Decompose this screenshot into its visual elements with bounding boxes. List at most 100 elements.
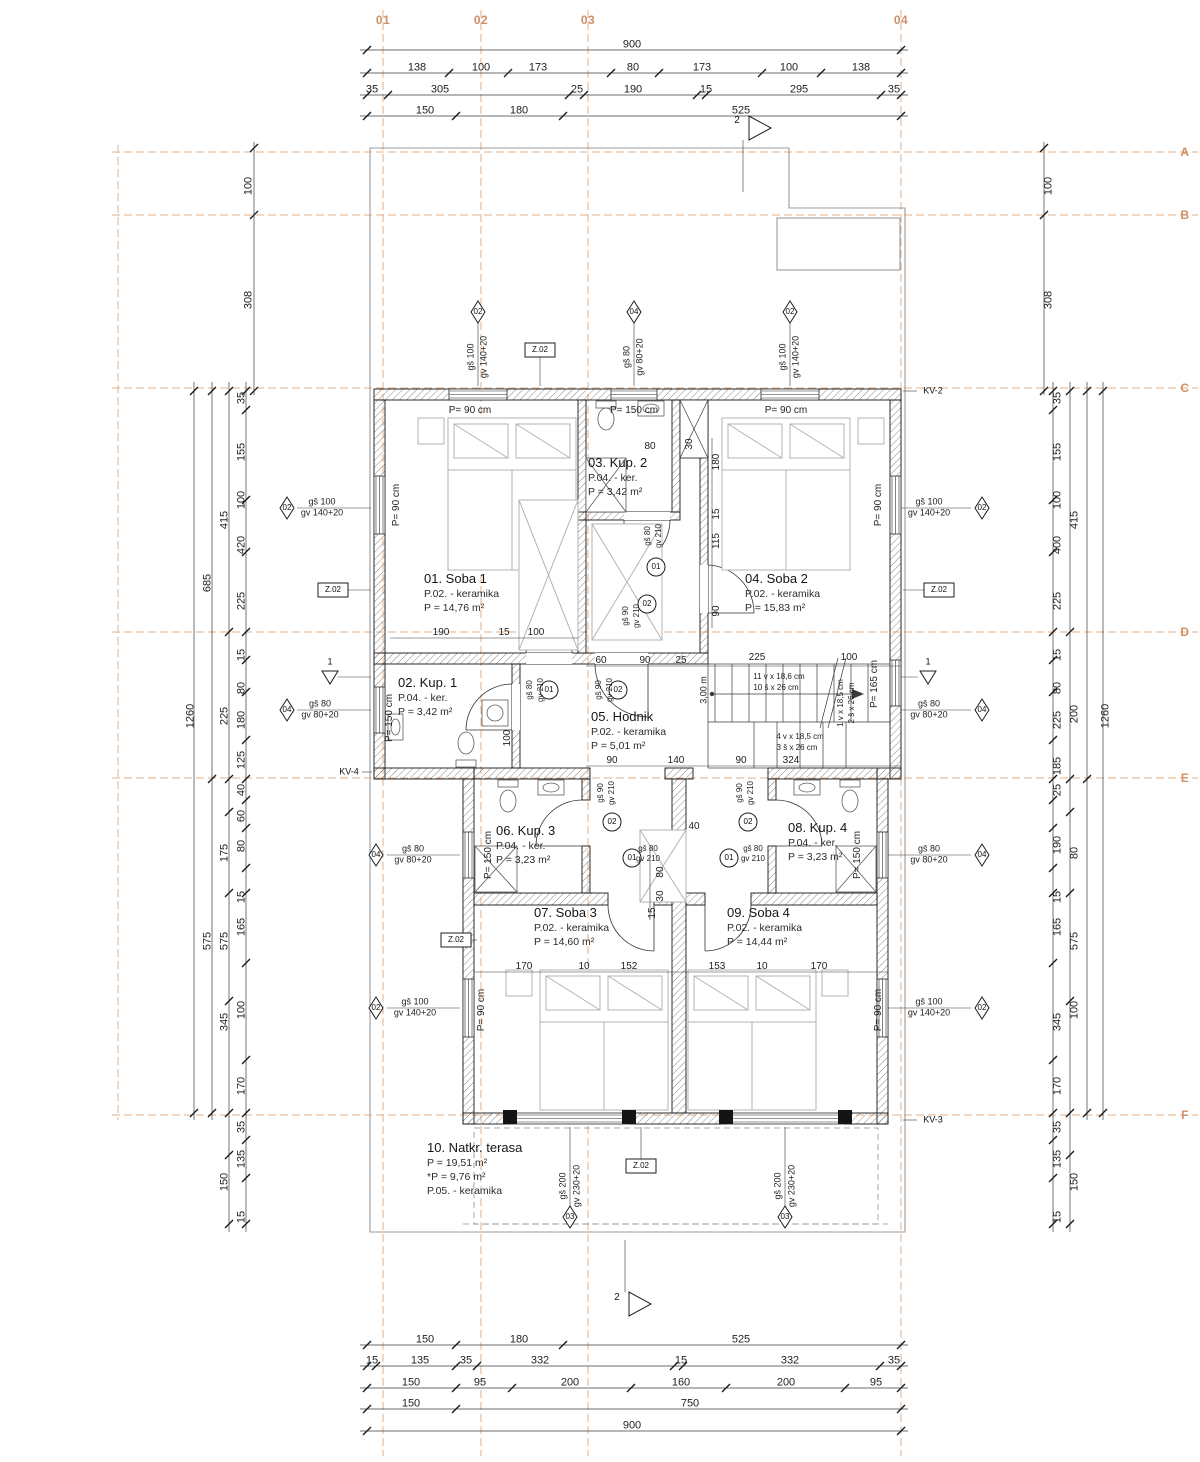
shaft-label: KV-3 bbox=[923, 1114, 943, 1125]
room-detail: P.02. - keramika bbox=[745, 588, 821, 600]
dimension-label: 1260 bbox=[184, 703, 197, 729]
room-detail: P = 14,44 m² bbox=[727, 936, 788, 948]
dimension-label: 100 bbox=[840, 652, 858, 663]
dimension-label: 80 bbox=[1051, 681, 1064, 695]
opening-mark: 04 bbox=[629, 307, 639, 316]
opening-spec-label: 4 v x 18,5 cm bbox=[776, 732, 824, 741]
dimension-label: 10 bbox=[756, 961, 768, 972]
room-name: 04. Soba 2 bbox=[745, 571, 808, 586]
opening-spec-label: gv 230+20 bbox=[571, 1164, 582, 1208]
dimension-label: 95 bbox=[473, 1376, 487, 1389]
dimension-label: 180 bbox=[711, 453, 722, 471]
dimension-label: 90 bbox=[735, 755, 747, 766]
dimension-label: 190 bbox=[432, 627, 450, 638]
opening-spec-label: gv 80+20 bbox=[634, 338, 645, 376]
door-mark: 01 bbox=[627, 853, 637, 862]
opening-spec-label: gv 210 bbox=[632, 603, 641, 629]
door-mark: 02 bbox=[607, 817, 617, 826]
room-name: 09. Soba 4 bbox=[727, 905, 790, 920]
door-mark: 01 bbox=[544, 685, 554, 694]
opening-spec-label: gš 80 bbox=[917, 843, 941, 854]
dimension-label: 180 bbox=[509, 1333, 529, 1346]
dimension-label: 225 bbox=[218, 706, 231, 726]
dimension-label: 80 bbox=[1068, 846, 1081, 860]
dimension-label: 150 bbox=[415, 1333, 435, 1346]
dimension-label: 750 bbox=[680, 1397, 700, 1410]
opening-spec-label: gš 80 bbox=[401, 843, 425, 854]
dimension-label: 60 bbox=[595, 655, 607, 666]
dimension-label: 345 bbox=[1051, 1012, 1064, 1032]
grid-column-label: 01 bbox=[375, 13, 391, 27]
leader-lines bbox=[297, 140, 971, 1292]
dimension-label: 35 bbox=[1051, 1120, 1064, 1134]
dimension-label: 25 bbox=[1051, 783, 1064, 797]
lintel-mark: Z.02 bbox=[324, 585, 342, 594]
dimension-label: 100 bbox=[1051, 490, 1064, 510]
dimension-label: 35 bbox=[235, 391, 248, 405]
opening-spec-label: gv 210 bbox=[740, 854, 766, 863]
opening-mark: 03 bbox=[780, 1212, 790, 1221]
opening-spec-label: 11 v x 18,6 cm bbox=[753, 672, 805, 681]
level-mark: 1 bbox=[327, 656, 333, 667]
opening-mark: 04 bbox=[371, 850, 381, 859]
terrace bbox=[463, 1110, 888, 1225]
door-mark: 02 bbox=[743, 817, 753, 826]
opening-spec-label: gš 90 bbox=[621, 606, 630, 626]
dimension-label: 900 bbox=[622, 38, 642, 51]
opening-mark: 04 bbox=[977, 850, 987, 859]
dimension-label: 170 bbox=[235, 1076, 248, 1096]
opening-spec-label: gš 90 bbox=[596, 783, 605, 803]
opening-mark: 03 bbox=[565, 1212, 575, 1221]
dimension-label: 155 bbox=[235, 442, 248, 462]
dimension-label: 15 bbox=[647, 907, 658, 919]
room-detail: P = 19,51 m² bbox=[427, 1157, 488, 1169]
opening-spec-label: gv 210 bbox=[607, 780, 616, 806]
dimension-label: 90 bbox=[711, 605, 722, 617]
dimension-label: 324 bbox=[782, 755, 800, 766]
dimension-label: 80 bbox=[655, 866, 666, 878]
dimension-label: 15 bbox=[235, 648, 248, 662]
opening-spec-label: gš 80 bbox=[525, 680, 534, 700]
windows bbox=[373, 388, 902, 1125]
dimension-label: 185 bbox=[1051, 756, 1064, 776]
dimension-label: 15 bbox=[1051, 1210, 1064, 1224]
room-detail: P.04. - ker. bbox=[788, 837, 838, 849]
room-name: 07. Soba 3 bbox=[534, 905, 597, 920]
opening-spec-label: gš 80 bbox=[917, 698, 941, 709]
room-label: 04. Soba 2 P.02. - keramika P = 15,83 m² bbox=[745, 571, 820, 614]
room-name: 10. Natkr. terasa bbox=[427, 1140, 523, 1155]
opening-spec-label: gš 80 bbox=[308, 698, 332, 709]
room-detail: P = 15,83 m² bbox=[745, 602, 806, 614]
section-mark: 2 bbox=[614, 1292, 620, 1303]
dimension-label: 575 bbox=[218, 931, 231, 951]
dimension-label: 200 bbox=[776, 1376, 796, 1389]
opening-spec-label: gš 100 bbox=[777, 343, 788, 371]
dimension-label: 80 bbox=[644, 441, 656, 452]
room-name: 02. Kup. 1 bbox=[398, 675, 458, 690]
dimension-label: 225 bbox=[1051, 591, 1064, 611]
dimension-label: 40 bbox=[235, 783, 248, 797]
grid-row-label: B bbox=[1180, 208, 1190, 222]
dimension-label: 80 bbox=[626, 61, 640, 74]
dimension-label: 170 bbox=[810, 961, 828, 972]
dimension-rails bbox=[189, 45, 1108, 1436]
dimension-label: 190 bbox=[1051, 835, 1064, 855]
dimension-label: 138 bbox=[851, 61, 871, 74]
room-detail: P = 5,01 m² bbox=[591, 740, 646, 752]
dimension-label: 135 bbox=[1051, 1149, 1064, 1169]
opening-spec-label: 3 š x 26 cm bbox=[776, 743, 818, 752]
dimension-label: 100 bbox=[779, 61, 799, 74]
dimension-label: 40 bbox=[688, 821, 700, 832]
shaft-label: KV-2 bbox=[923, 385, 943, 396]
lintel-mark: Z.02 bbox=[632, 1161, 650, 1170]
opening-spec-label: gv 80+20 bbox=[394, 854, 432, 865]
opening-spec-label: gš 80 bbox=[643, 526, 652, 546]
dimension-label: 100 bbox=[502, 729, 513, 747]
dimension-label: 150 bbox=[1068, 1172, 1081, 1192]
dimension-label: 345 bbox=[218, 1012, 231, 1032]
opening-spec-label: gš 100 bbox=[915, 996, 943, 1007]
opening-spec-label: gš 100 bbox=[308, 496, 336, 507]
room-detail: P.04. - ker. bbox=[588, 472, 638, 484]
